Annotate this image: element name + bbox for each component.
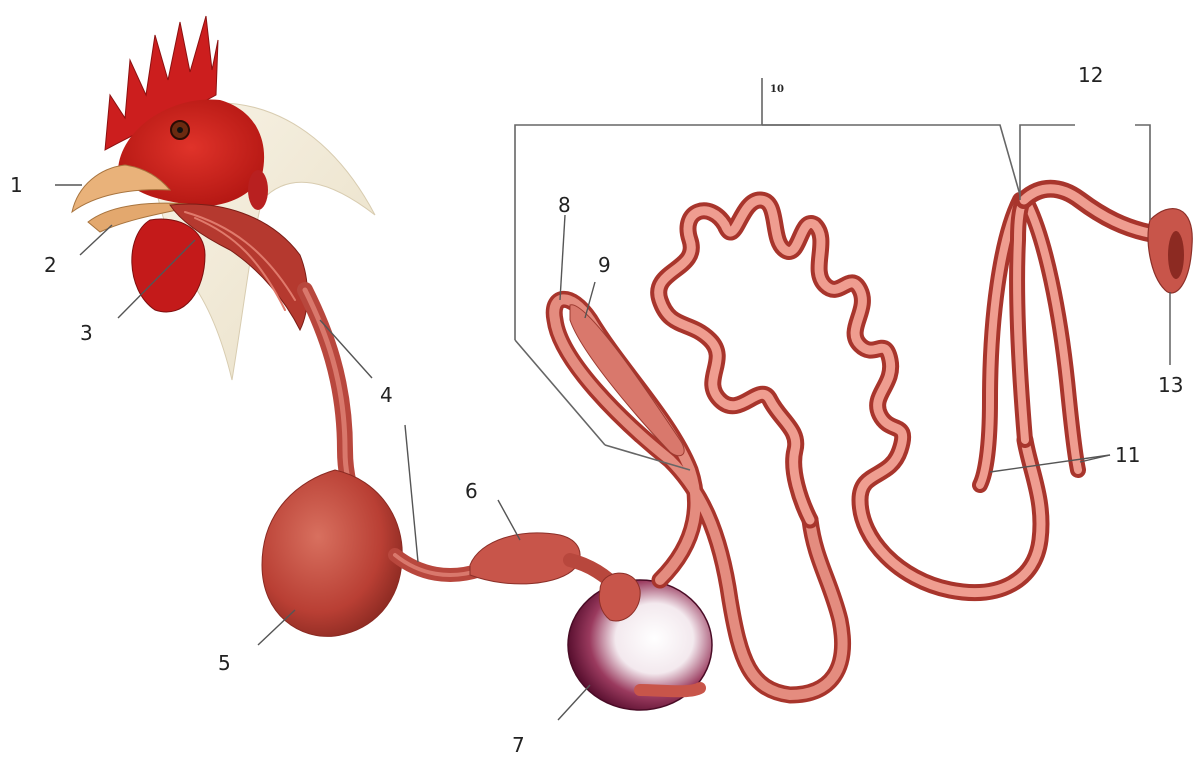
label-2: 2 (44, 253, 57, 277)
leader-11a (990, 455, 1110, 472)
label-8: 8 (558, 193, 571, 217)
leader-4b (405, 425, 418, 562)
label-7: 7 (512, 733, 525, 757)
label-1: 1 (10, 173, 23, 197)
wattle (132, 219, 205, 312)
crop (262, 470, 402, 636)
label-12: 12 (1078, 63, 1103, 87)
leader-2 (80, 225, 112, 255)
label-4: 4 (380, 383, 393, 407)
ceca-and-rectum (980, 189, 1192, 485)
leader-6 (498, 500, 520, 540)
ear-lobe (248, 170, 268, 210)
label-6: 6 (465, 479, 478, 503)
label-3: 3 (80, 321, 93, 345)
esophagus-and-crop (262, 290, 480, 636)
label-9: 9 (598, 253, 611, 277)
leader-5 (258, 610, 295, 645)
leader-8 (560, 215, 565, 300)
label-5: 5 (218, 651, 231, 675)
label-13: 13 (1158, 373, 1183, 397)
leader-7 (558, 685, 590, 720)
label-11: 11 (1115, 443, 1140, 467)
label-10: 10 (770, 84, 784, 95)
